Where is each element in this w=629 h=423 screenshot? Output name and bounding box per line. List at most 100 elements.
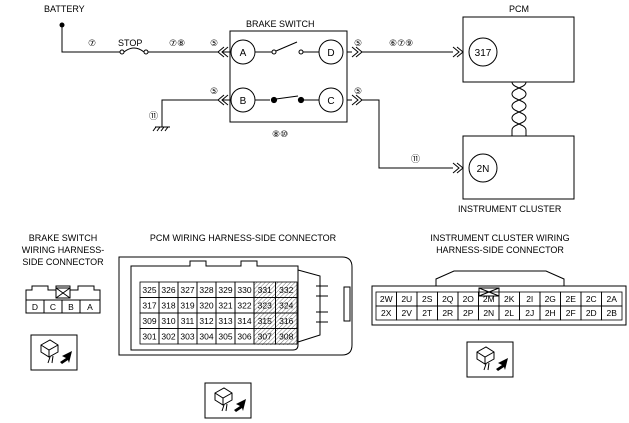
pcm-connector-pin: 304 bbox=[199, 331, 213, 341]
pcm-connector-pin: 308 bbox=[279, 331, 293, 341]
ic-connector-title-line1: INSTRUMENT CLUSTER WIRING bbox=[430, 233, 569, 243]
pcm-connector-pin-cell bbox=[275, 328, 298, 345]
pcm-connector-pin: 313 bbox=[218, 316, 232, 326]
ic-connector-pin: 2R bbox=[442, 308, 453, 318]
ic-connector-pin: 2K bbox=[504, 294, 515, 304]
upper-switch-contact-icon bbox=[255, 41, 319, 55]
ic-connector-pin: 2N bbox=[483, 308, 494, 318]
stop-fuse-icon bbox=[119, 47, 149, 55]
ic-connector-pin: 2S bbox=[422, 294, 433, 304]
instrument-cluster-title: INSTRUMENT CLUSTER bbox=[458, 204, 562, 214]
cluster-pin-2n bbox=[468, 153, 498, 183]
switch-bottom-wire-number: ⑧⑩ bbox=[272, 129, 288, 139]
bs-connector-pin-b: B bbox=[68, 302, 74, 312]
connector-arrow-icon bbox=[351, 46, 363, 58]
ic-connector-pin: 2G bbox=[545, 294, 556, 304]
bs-connector-title-line3: SIDE CONNECTOR bbox=[22, 257, 104, 267]
connector-view-icon bbox=[30, 334, 78, 371]
pcm-connector-pin: 322 bbox=[237, 300, 251, 310]
switch-to-cluster-wire bbox=[362, 99, 453, 169]
pcm-connector-pin: 332 bbox=[279, 285, 293, 295]
pcm-connector-pin: 317 bbox=[142, 300, 156, 310]
ic-connector-pin: 2I bbox=[526, 294, 533, 304]
switch-pin-c-label: C bbox=[327, 96, 334, 107]
ic-connector-pin: 2C bbox=[586, 294, 597, 304]
bs-connector-title-line1: BRAKE SWITCH bbox=[29, 233, 98, 243]
pcm-connector-pin: 311 bbox=[181, 316, 195, 326]
twisted-pair-icon bbox=[511, 81, 527, 136]
connector-view-icon bbox=[204, 382, 252, 419]
ic-connector-pin: 2U bbox=[401, 294, 412, 304]
switch-pin-b-label: B bbox=[240, 96, 247, 107]
pcm-connector-pin: 303 bbox=[180, 331, 194, 341]
pcm-connector-pin: 301 bbox=[142, 331, 156, 341]
c-side-wire-number: ⑤ bbox=[354, 86, 362, 96]
ic-connector-pin: 2J bbox=[525, 308, 534, 318]
pcm-pin-317-label: 317 bbox=[475, 48, 492, 59]
lower-switch-contact-icon bbox=[255, 95, 319, 104]
ic-connector-pin: 2D bbox=[586, 308, 597, 318]
pcm-connector-pin: 327 bbox=[180, 285, 194, 295]
ic-connector-pin: 2B bbox=[607, 308, 618, 318]
stop-wire-number: ⑦⑧ bbox=[169, 38, 185, 48]
pcm-connector-pin: 323 bbox=[258, 300, 272, 310]
pcm-connector-pin: 326 bbox=[161, 285, 175, 295]
ic-connector-pin: 2F bbox=[566, 308, 576, 318]
pcm-connector-title: PCM WIRING HARNESS-SIDE CONNECTOR bbox=[150, 233, 337, 243]
bs-connector-pin-a: A bbox=[87, 302, 93, 312]
pcm-connector-pin: 320 bbox=[199, 300, 213, 310]
pcm-connector-pin: 324 bbox=[279, 300, 293, 310]
pcm-connector-pin: 316 bbox=[279, 316, 293, 326]
cluster-pin-2n-label: 2N bbox=[477, 164, 490, 175]
pcm-connector-pin: 309 bbox=[142, 316, 156, 326]
ic-connector-pin: 2T bbox=[422, 308, 432, 318]
pcm-connector-pin: 328 bbox=[199, 285, 213, 295]
stop-fuse-label: STOP bbox=[118, 38, 142, 48]
ic-connector-pin: 2W bbox=[380, 294, 393, 304]
d-side-wire-number: ⑤ bbox=[354, 38, 362, 48]
connector-arrow-icon bbox=[452, 46, 464, 58]
pcm-connector-pin: 325 bbox=[142, 285, 156, 295]
a-side-wire-number: ⑤ bbox=[210, 38, 218, 48]
ic-connector-pin: 2Q bbox=[442, 294, 454, 304]
b-side-wire-number: ⑤ bbox=[210, 86, 218, 96]
switch-pin-a-label: A bbox=[240, 48, 247, 59]
ic-connector-title-line2: HARNESS-SIDE CONNECTOR bbox=[436, 245, 564, 255]
pcm-connector-pin: 321 bbox=[218, 300, 232, 310]
battery-label: BATTERY bbox=[44, 4, 85, 14]
ic-connector-pin: 2V bbox=[402, 308, 413, 318]
bs-connector-pin-c: C bbox=[50, 302, 56, 312]
pcm-connector-pin: 307 bbox=[258, 331, 272, 341]
ic-connector-pin-cell bbox=[601, 305, 623, 321]
connector-view-icon bbox=[466, 341, 514, 378]
pcm-connector-pin: 331 bbox=[258, 285, 272, 295]
pcm-connector-pin: 315 bbox=[258, 316, 272, 326]
battery-wire-number: ⑦ bbox=[88, 38, 96, 48]
pcm-connector-pin: 310 bbox=[161, 316, 175, 326]
ic-connector-pin: 2H bbox=[545, 308, 556, 318]
pcm-connector-pin: 329 bbox=[218, 285, 232, 295]
instrument-cluster-box bbox=[462, 135, 575, 200]
pcm-connector-pin: 312 bbox=[199, 316, 213, 326]
pcm-title: PCM bbox=[509, 4, 529, 14]
pcm-connector-pin: 305 bbox=[218, 331, 232, 341]
pcm-wire-number: ⑥⑦⑨ bbox=[389, 38, 413, 48]
ic-connector-pin: 2E bbox=[566, 294, 577, 304]
pcm-box bbox=[462, 16, 575, 83]
ic-connector-pin: 2O bbox=[463, 294, 475, 304]
connector-arrow-icon bbox=[452, 162, 464, 174]
ic-connector-pin: 2M bbox=[483, 294, 495, 304]
pcm-connector-pin: 306 bbox=[237, 331, 251, 341]
pcm-connector-pin: 319 bbox=[180, 300, 194, 310]
bs-connector-title-line2: WIRING HARNESS- bbox=[22, 245, 105, 255]
pcm-connector-pin: 302 bbox=[161, 331, 175, 341]
connector-arrow-icon bbox=[351, 94, 363, 106]
pcm-pin-317 bbox=[468, 37, 498, 67]
brake-switch-box bbox=[229, 30, 348, 123]
ic-connector-pin: 2X bbox=[381, 308, 392, 318]
switch-pin-d-label: D bbox=[327, 48, 334, 59]
pcm-connector-pin: 330 bbox=[237, 285, 251, 295]
